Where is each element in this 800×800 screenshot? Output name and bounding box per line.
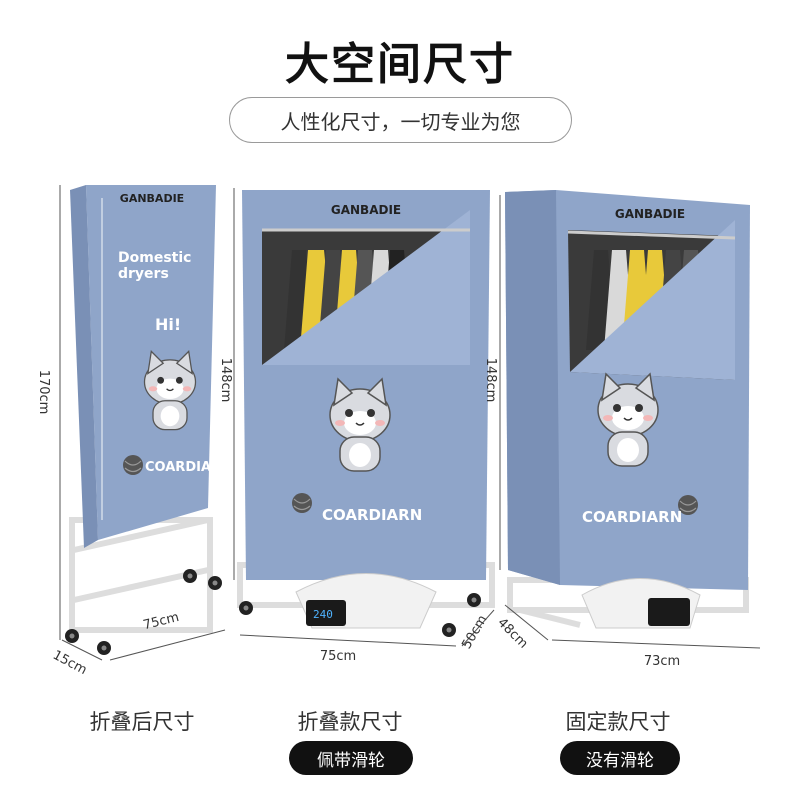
- print-brand-1: COARDIARN: [145, 460, 232, 475]
- product-illustration: GANBADIE Domestic dryers Hi! COARDIARN 1…: [36, 185, 761, 678]
- caption-folded: 折叠后尺寸: [89, 710, 195, 734]
- caption-fixed-model: 固定款尺寸: [565, 710, 671, 734]
- wheel-icon: [208, 576, 222, 590]
- no-wheels-text: 没有滑轮: [586, 750, 654, 771]
- dim-width-3: 73cm: [644, 654, 680, 669]
- wheel-icon: [442, 623, 456, 637]
- dim-height-1: 170cm: [36, 370, 51, 415]
- product-folded: GANBADIE Domestic dryers Hi! COARDIARN 1…: [36, 185, 232, 678]
- brand-logo-2: GANBADIE: [331, 203, 401, 217]
- wheel-icon: [65, 629, 79, 643]
- greeting-text: Hi!: [155, 315, 181, 334]
- wheel-icon: [467, 593, 481, 607]
- brand-logo-3: GANBADIE: [615, 207, 685, 221]
- control-panel-icon: [648, 598, 690, 626]
- yarn-ball-icon: [291, 492, 313, 514]
- display-value: 240: [313, 608, 333, 621]
- product-fixed-model: GANBADIE COARDIARN 148cm 73cm 48cm: [483, 190, 761, 669]
- subtitle-text: 人性化尺寸，一切专业为您: [280, 109, 521, 134]
- brand-logo-1: GANBADIE: [120, 192, 184, 205]
- badge-line2: dryers: [118, 266, 169, 282]
- dim-height-2: 148cm: [218, 358, 233, 403]
- product-folding-model: GANBADIE COARDIARN 240 148cm 75cm 50cm: [218, 188, 495, 664]
- caption-folding-model: 折叠款尺寸: [297, 710, 403, 734]
- dim-depth-1: 15cm: [50, 648, 89, 678]
- wheel-icon: [97, 641, 111, 655]
- print-brand-2: COARDIARN: [322, 506, 422, 524]
- wheels-included-text: 佩带滑轮: [317, 750, 385, 771]
- wheels-included-badge: 佩带滑轮: [289, 741, 413, 775]
- wheel-icon: [239, 601, 253, 615]
- dim-depth-2: 50cm: [459, 613, 490, 652]
- print-brand-3: COARDIARN: [582, 508, 682, 526]
- badge-line1: Domestic: [118, 250, 191, 266]
- no-wheels-badge: 没有滑轮: [560, 741, 680, 775]
- wheel-icon: [183, 569, 197, 583]
- control-panel-icon: [306, 600, 346, 626]
- yarn-ball-icon: [122, 454, 144, 476]
- dim-width-2: 75cm: [320, 649, 356, 664]
- page-title: 大空间尺寸: [285, 39, 515, 90]
- dim-height-3: 148cm: [483, 358, 498, 403]
- subtitle-pill: 人性化尺寸，一切专业为您: [229, 97, 572, 143]
